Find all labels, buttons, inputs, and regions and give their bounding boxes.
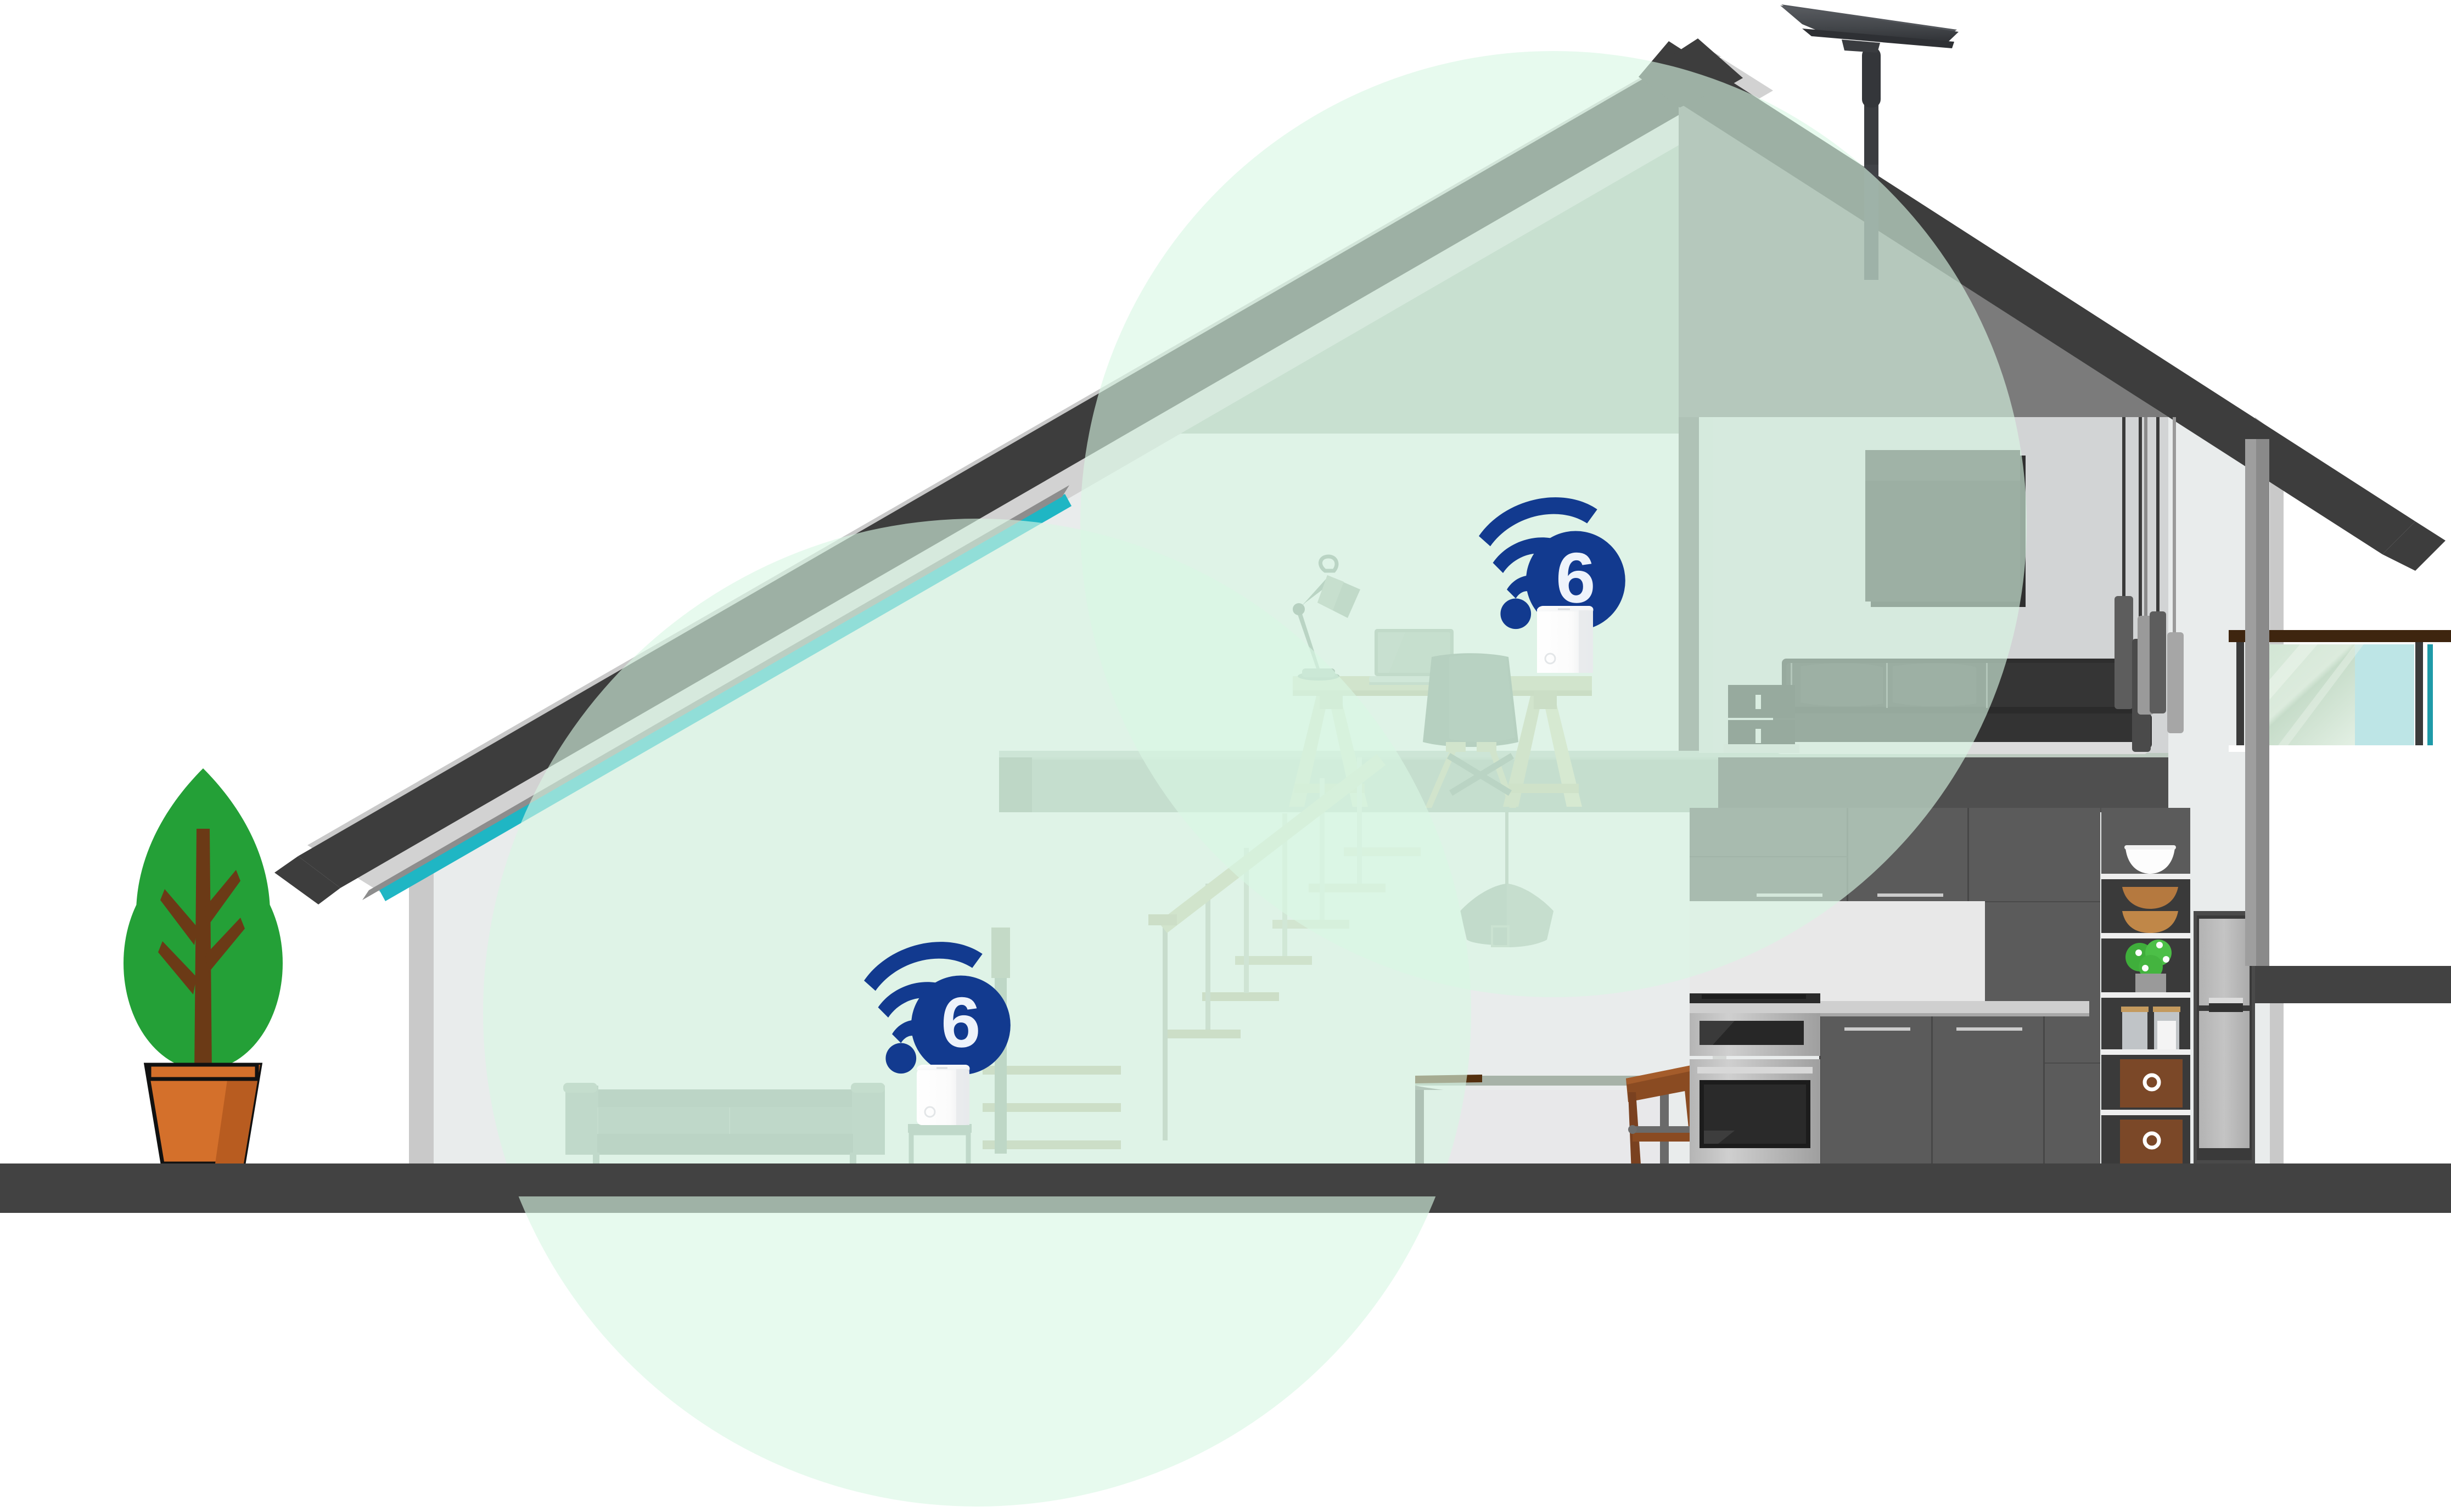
satellite-panel-face bbox=[1780, 5, 1959, 44]
outdoor-tree bbox=[124, 768, 283, 1166]
wifi6-badge-circle bbox=[911, 975, 1011, 1075]
potted-herb bbox=[2125, 940, 2172, 992]
wifi6-badge-label: 6 bbox=[1556, 537, 1595, 617]
balcony-floor-slab bbox=[2255, 745, 2451, 966]
wifi-dot bbox=[1500, 598, 1532, 629]
balcony-support-column bbox=[2255, 439, 2269, 966]
ground-floor-overlay bbox=[0, 1163, 2284, 1196]
tree-pot bbox=[143, 1063, 263, 1166]
wifi6-badge-living-hotspot[interactable] bbox=[862, 928, 1010, 1037]
kitchen-lower-cabinets bbox=[1819, 1016, 2045, 1163]
refrigerator bbox=[2194, 911, 2255, 1163]
left-exterior-wall bbox=[409, 799, 439, 1163]
roof-eave-right bbox=[2382, 521, 2446, 571]
mesh-status-led bbox=[1544, 653, 1556, 665]
wifi6-badge-label: 6 bbox=[941, 982, 980, 1062]
satellite-panel-edge bbox=[1802, 29, 1954, 48]
appliance-stack bbox=[1690, 993, 1820, 1163]
pendant-lamp-cluster bbox=[2115, 417, 2184, 752]
mesh-side-shade bbox=[956, 1069, 969, 1125]
mesh-unit-office bbox=[1536, 606, 1594, 673]
tree-trunk bbox=[158, 829, 245, 1073]
chair-seat bbox=[1633, 1133, 1700, 1142]
wifi-arc-outer bbox=[864, 942, 983, 991]
mesh-unit-living-room bbox=[916, 1065, 970, 1125]
brown-box bbox=[2120, 1120, 2183, 1163]
kitchen-countertop bbox=[1690, 1001, 2089, 1013]
storage-jars bbox=[2121, 1007, 2180, 1049]
balcony-rail-post bbox=[2236, 642, 2244, 746]
balcony-rail-post bbox=[2415, 642, 2423, 746]
chair-back-rest bbox=[1626, 1065, 1696, 1102]
wifi-dot bbox=[885, 1043, 917, 1074]
wifi6-badge-office: 6 bbox=[1479, 497, 1625, 631]
balcony-slab bbox=[2255, 966, 2451, 1003]
white-bowl bbox=[2125, 848, 2175, 874]
wifi-arc-outer bbox=[1479, 497, 1597, 547]
wifi6-badge-living: 6 bbox=[864, 942, 1011, 1075]
roof-satellite-dish bbox=[1780, 4, 1959, 280]
mesh-status-led bbox=[924, 1106, 936, 1118]
kitchen-open-shelving bbox=[2101, 808, 2190, 1170]
roof-eave-left bbox=[274, 856, 340, 904]
brown-box bbox=[2120, 1059, 2183, 1108]
roof-satellite-dish-hotspot[interactable] bbox=[1779, 0, 1965, 285]
mesh-side-shade bbox=[1579, 610, 1593, 673]
wooden-bowls bbox=[2122, 887, 2178, 909]
wifi6-badge-circle bbox=[1525, 531, 1625, 631]
balcony-rail-handrail bbox=[2229, 630, 2451, 642]
satellite-panel-mount bbox=[1842, 40, 1880, 53]
mesh-unit-office-hotspot[interactable] bbox=[1535, 603, 1596, 675]
dining-chair bbox=[1626, 1065, 1703, 1172]
satellite-pole-joint bbox=[1862, 47, 1881, 108]
balcony-glass-panel-cyan bbox=[2355, 644, 2414, 745]
mesh-unit-living-room-hotspot[interactable] bbox=[915, 1063, 972, 1127]
wifi6-badge-office-hotspot[interactable] bbox=[1477, 483, 1625, 593]
balcony-rail-side bbox=[2427, 644, 2433, 745]
